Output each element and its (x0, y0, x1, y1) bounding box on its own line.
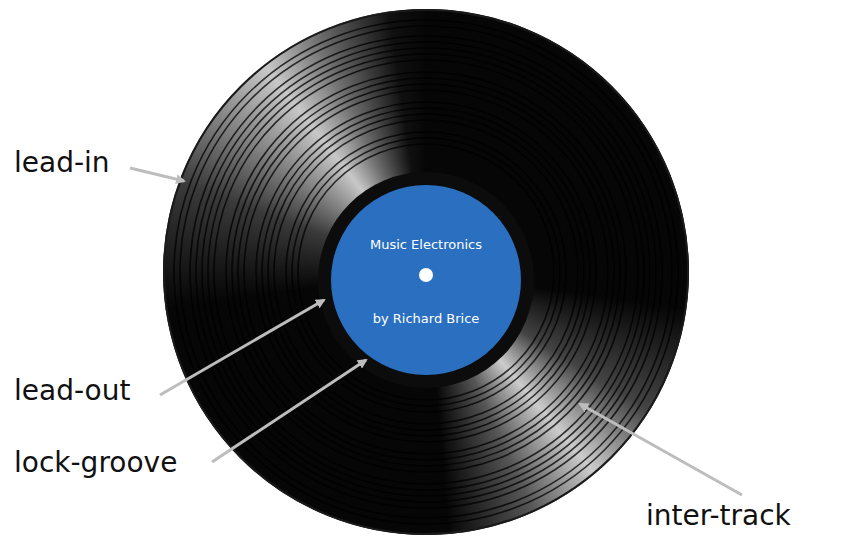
spindle-hole (419, 268, 433, 282)
runout-area (318, 172, 534, 388)
label-title: Music Electronics (331, 237, 521, 253)
record-label: Music Electronics by Richard Brice (331, 185, 521, 375)
part-label: inter-track (646, 499, 791, 533)
part-label: lead-out (14, 374, 130, 408)
part-label: lead-in (14, 146, 110, 180)
label-author: by Richard Brice (331, 311, 521, 327)
record-rim (164, 10, 688, 534)
grooves (174, 20, 678, 524)
leader-lines (130, 168, 742, 495)
part-label: lock-groove (14, 446, 177, 480)
